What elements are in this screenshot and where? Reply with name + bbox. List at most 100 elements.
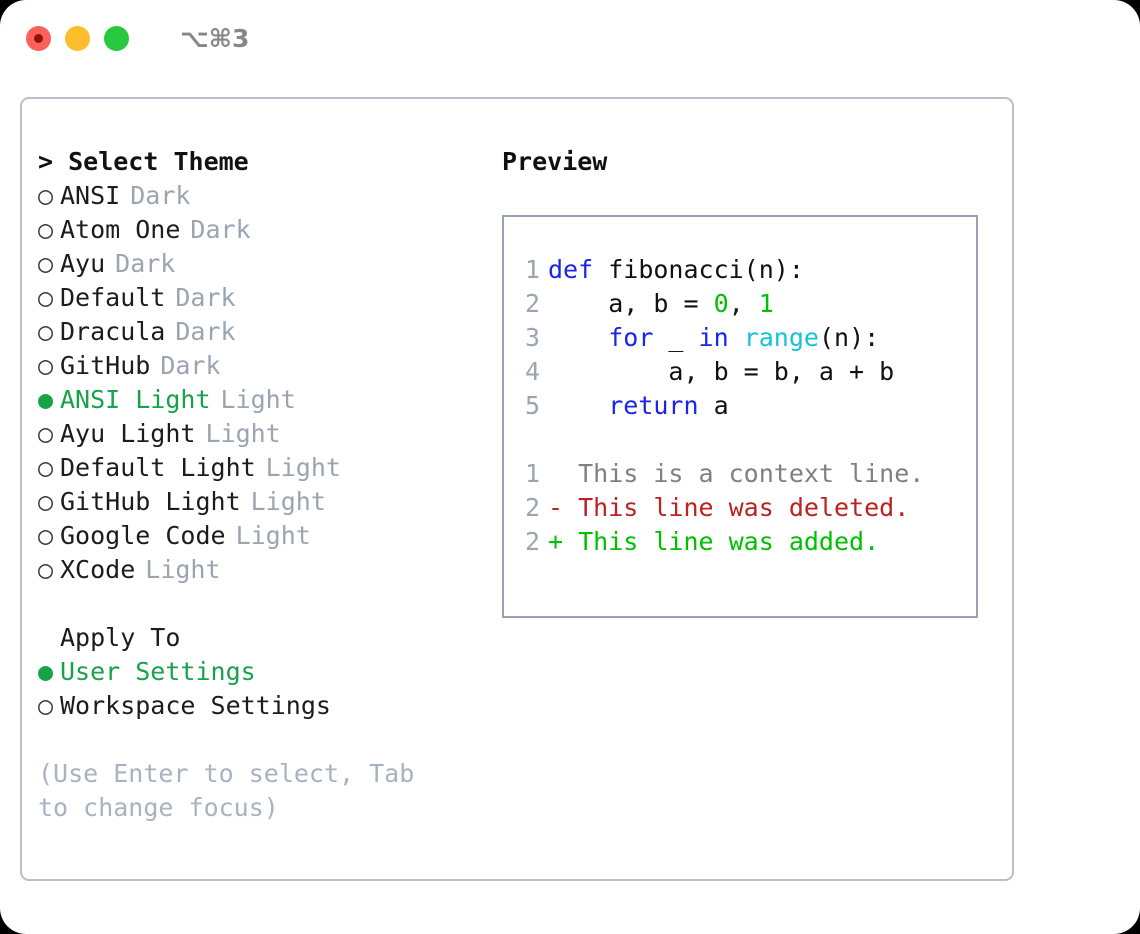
traffic-light-group	[26, 25, 129, 51]
code-token	[548, 391, 608, 420]
radio-selected-icon: ●	[38, 385, 54, 414]
code-token: fibonacci(n):	[608, 255, 804, 284]
theme-option-label: ANSI	[60, 181, 121, 210]
radio-unselected-icon: ○	[38, 351, 54, 380]
code-token: (n):	[818, 323, 880, 352]
theme-option-label: Ayu Light	[60, 419, 196, 448]
theme-option-kind-badge: Dark	[175, 283, 236, 312]
theme-option-label: ANSI Light	[60, 385, 211, 414]
theme-option-kind-badge: Dark	[190, 215, 251, 244]
theme-option-ayu-light[interactable]: ○Ayu Light Light	[38, 417, 488, 451]
radio-unselected-icon: ○	[38, 215, 54, 244]
line-number: 3	[524, 323, 540, 352]
apply-to-option-user-settings[interactable]: ●User Settings	[38, 655, 488, 689]
diff-marker	[548, 457, 563, 491]
diff-line-text: This line was deleted.	[563, 493, 910, 522]
title-bar: ⌥⌘3	[0, 0, 1140, 76]
close-button-icon[interactable]	[26, 25, 51, 51]
radio-unselected-icon: ○	[38, 521, 54, 550]
diff-sample: 1 This is a context line.2- This line wa…	[504, 457, 976, 559]
radio-unselected-icon: ○	[38, 487, 54, 516]
theme-option-kind-badge: Dark	[175, 317, 236, 346]
radio-selected-icon: ●	[38, 657, 54, 686]
code-token: _	[653, 323, 699, 352]
preview-header: Preview	[502, 147, 608, 176]
code-token	[729, 323, 744, 352]
theme-option-kind-badge: Light	[235, 521, 311, 550]
code-line: 5 return a	[504, 389, 976, 423]
code-token	[548, 323, 608, 352]
radio-unselected-icon: ○	[38, 317, 54, 346]
theme-option-kind-badge: Dark	[115, 249, 176, 278]
code-token: def	[548, 255, 609, 284]
radio-unselected-icon: ○	[38, 181, 54, 210]
code-line-text: def fibonacci(n):	[548, 253, 804, 287]
theme-option-kind-badge: Dark	[160, 351, 221, 380]
theme-option-label: XCode	[60, 555, 136, 584]
line-number: 1	[524, 459, 540, 488]
apply-to-option-label: Workspace Settings	[60, 691, 331, 720]
apply-to-header: Apply To	[60, 623, 181, 652]
minimize-button-icon[interactable]	[65, 25, 90, 51]
theme-option-github[interactable]: ○GitHub Dark	[38, 349, 488, 383]
code-diff-separator	[504, 423, 976, 457]
apply-to-option-workspace-settings[interactable]: ○Workspace Settings	[38, 689, 488, 723]
line-number: 2	[524, 527, 540, 556]
theme-option-dracula[interactable]: ○Dracula Dark	[38, 315, 488, 349]
code-token: a, b = b, a + b	[548, 357, 895, 386]
diff-line-text: This is a context line.	[563, 459, 925, 488]
code-line-text: for _ in range(n):	[548, 321, 879, 355]
code-token: for	[608, 323, 654, 352]
code-token: 0	[713, 289, 729, 318]
radio-unselected-icon: ○	[38, 453, 54, 482]
theme-option-label: GitHub	[60, 351, 151, 380]
diff-line-deleted: 2- This line was deleted.	[504, 491, 976, 525]
line-number: 1	[524, 255, 540, 284]
theme-option-label: Ayu	[60, 249, 106, 278]
code-line: 1 def fibonacci(n):	[504, 253, 976, 287]
radio-unselected-icon: ○	[38, 283, 54, 312]
diff-line-context: 1 This is a context line.	[504, 457, 976, 491]
theme-option-kind-badge: Light	[205, 419, 281, 448]
theme-option-kind-badge: Light	[265, 453, 341, 482]
apply-to-option-label: User Settings	[60, 657, 256, 686]
code-line-text: return a	[548, 389, 729, 423]
code-line: 4 a, b = b, a + b	[504, 355, 976, 389]
theme-option-kind-badge: Dark	[130, 181, 191, 210]
diff-marker: -	[548, 493, 564, 522]
line-number: 4	[524, 357, 540, 386]
code-token: 1	[758, 289, 774, 318]
line-number: 5	[524, 391, 540, 420]
code-token: ,	[728, 289, 759, 318]
code-token: range	[743, 323, 819, 352]
keyboard-hint-text: (Use Enter to select, Tab to change focu…	[38, 759, 430, 822]
code-line: 3 for _ in range(n):	[504, 321, 976, 355]
code-line: 2 a, b = 0, 1	[504, 287, 976, 321]
code-line-text: a, b = b, a + b	[548, 355, 894, 389]
code-token: in	[698, 323, 729, 352]
apply-to-option-list: ●User Settings○Workspace Settings	[38, 655, 488, 723]
theme-option-kind-badge: Light	[250, 487, 326, 516]
code-token: a	[698, 391, 729, 420]
zoom-button-icon[interactable]	[104, 25, 129, 51]
diff-line-text: This line was added.	[563, 527, 880, 556]
theme-option-label: Dracula	[60, 317, 166, 346]
theme-option-ansi[interactable]: ○ANSI Dark	[38, 179, 488, 213]
code-token: a, b =	[548, 289, 714, 318]
radio-unselected-icon: ○	[38, 419, 54, 448]
select-theme-header: > Select Theme	[38, 147, 249, 176]
theme-option-kind-badge: Light	[145, 555, 221, 584]
